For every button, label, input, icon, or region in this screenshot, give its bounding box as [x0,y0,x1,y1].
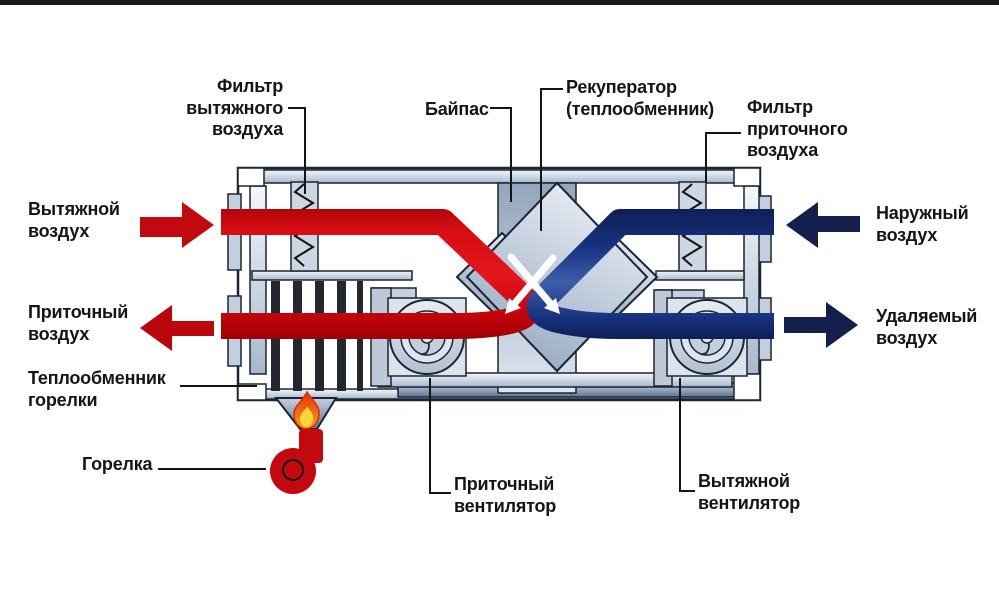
exhaust-air-in-arrow [140,202,214,248]
flame-core [300,407,314,427]
exhaust-air-flow-band [221,209,542,339]
label-line: Фильтр [747,97,813,117]
label-line: воздух [28,323,90,344]
leader-lines [158,88,741,494]
label-line: воздух [28,220,90,241]
label-line: Вытяжной [698,471,790,491]
leader-exhaust-fan [679,378,695,492]
label-line: горелки [28,389,98,410]
supply-air-out-arrow [140,305,214,351]
corner-notch [733,373,761,401]
burner-assembly [270,390,338,494]
label-line: вентилятор [698,492,801,513]
label-line: Вытяжной [28,199,120,219]
burner-icon [270,429,323,494]
label-line: воздуха [747,140,819,160]
corner-notch [733,167,761,187]
label-line: Приточный [454,474,555,494]
corner-notch [237,167,265,187]
leader-bypass [490,107,512,202]
crossflow-arrows-icon [505,253,560,314]
label-outdoor-air: Наружный воздух [876,203,969,246]
leader-supply-fan [429,378,451,494]
label-burner-hx: Теплообменник горелки [28,368,166,411]
outdoor-air-in-arrow [786,202,860,248]
label-line: Горелка [82,454,153,474]
label-line: воздух [876,224,938,245]
label-burner: Горелка [82,454,153,476]
leader-recuperator [540,88,563,231]
label-line: Рекуператор [566,77,677,97]
label-exhaust-air: Вытяжной воздух [28,199,120,242]
label-line: вентилятор [454,495,557,516]
removed-air-out-arrow [784,302,858,348]
leader-filter-exhaust [288,107,306,194]
corner-notch [237,383,267,401]
supply-air-flow-band [526,209,774,339]
label-bypass: Байпас [425,99,489,121]
label-exhaust-fan: Вытяжной вентилятор [698,471,800,514]
label-line: Фильтр [217,76,283,96]
label-line: Удаляемый [876,306,978,326]
label-line: воздух [876,327,938,348]
leader-filter-supply [705,132,741,183]
label-line: воздуха [211,119,283,139]
label-filter-exhaust: Фильтр вытяжного воздуха [150,76,283,141]
left-shelf [251,270,413,281]
label-line: приточного [747,118,848,139]
top-black-bar [0,0,999,5]
label-line: Теплообменник [28,368,166,388]
label-line: (теплообменник) [566,98,714,119]
label-supply-air: Приточный воздух [28,302,128,345]
label-line: Приточный [28,302,129,322]
label-filter-supply: Фильтр приточного воздуха [747,97,848,162]
label-recuperator: Рекуператор (теплообменник) [566,77,714,120]
label-line: Байпас [425,99,489,119]
right-shelf [655,270,745,281]
top-wall [261,169,739,184]
label-line: вытяжного [186,97,283,118]
label-supply-fan: Приточный вентилятор [454,474,556,517]
label-removed-air: Удаляемый воздух [876,306,977,349]
label-line: Наружный [876,203,969,223]
